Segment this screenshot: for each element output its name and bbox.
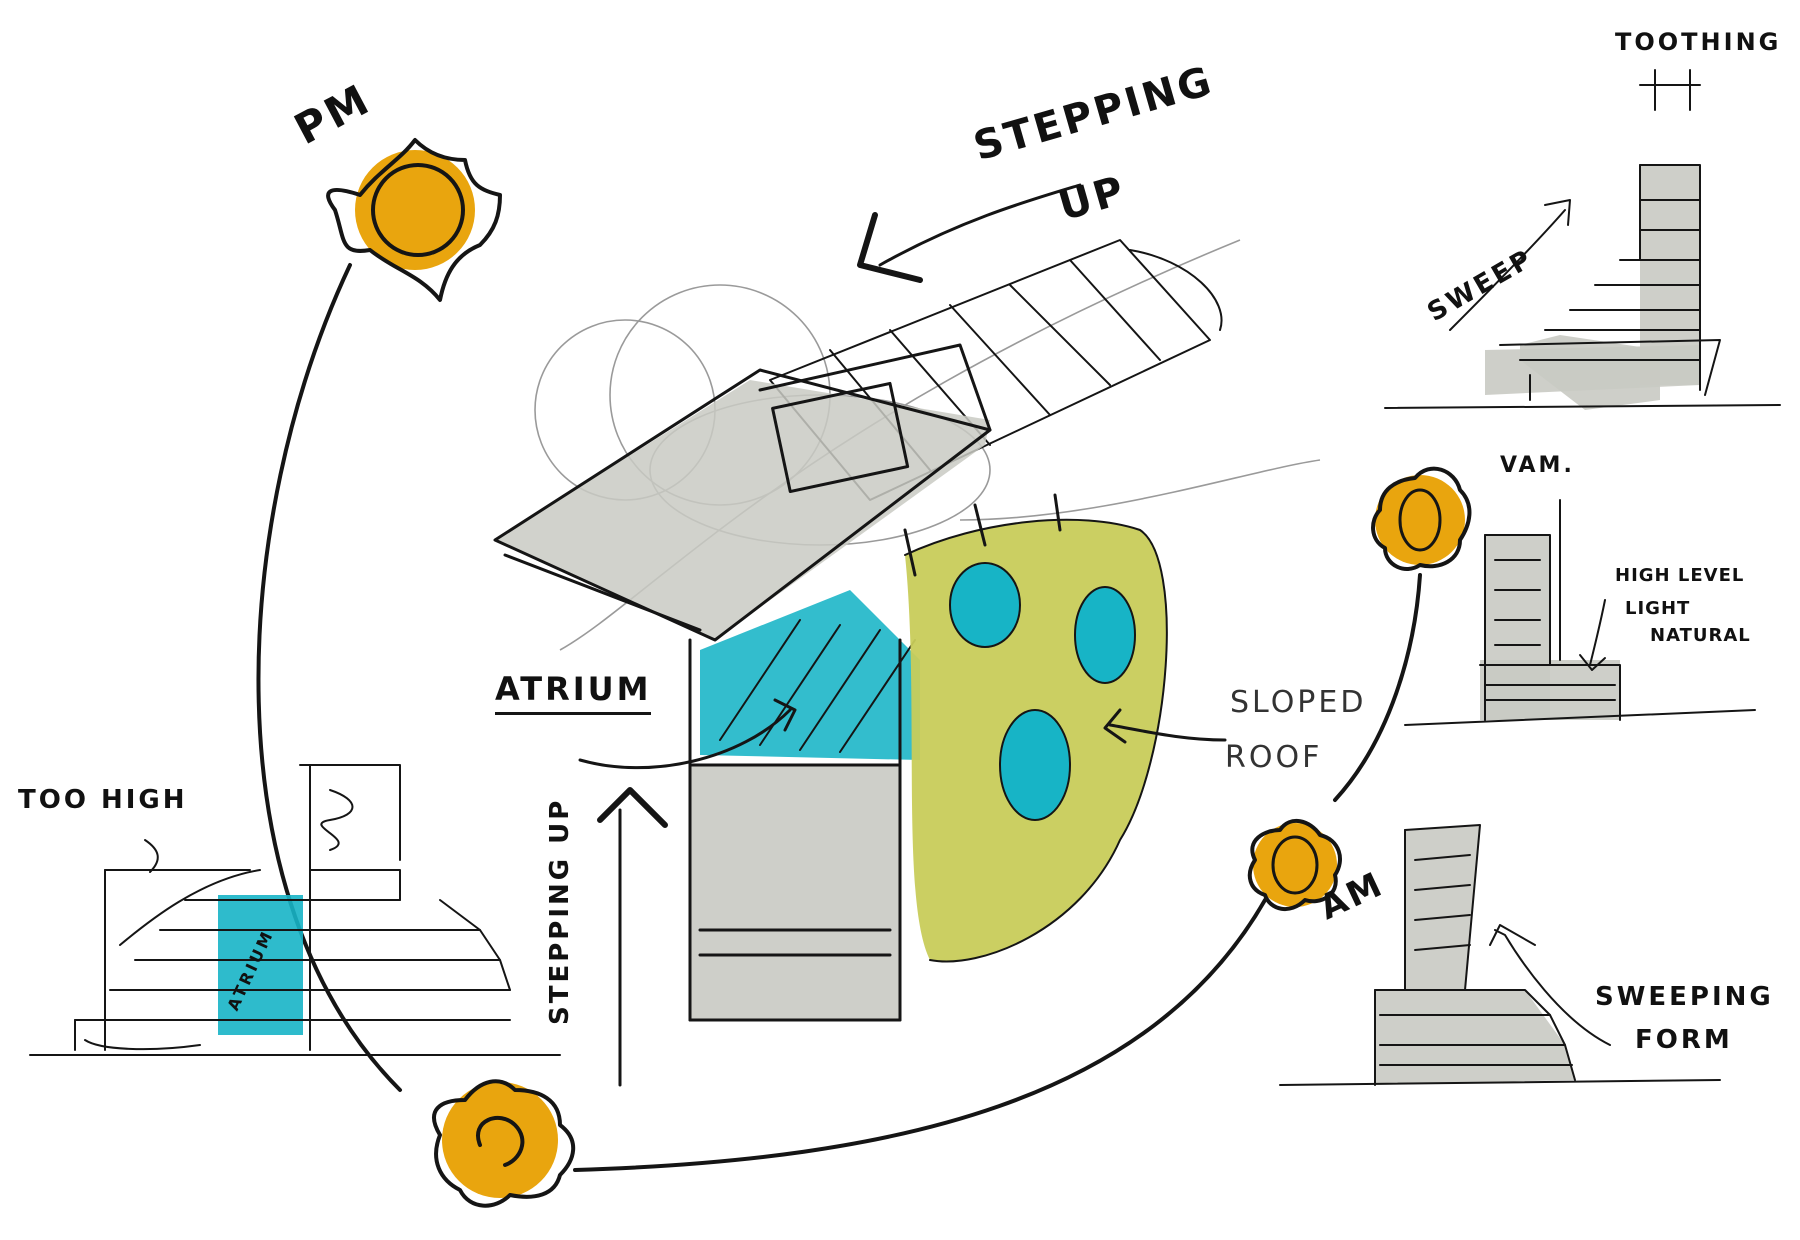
- atrium-hatching: [719, 619, 916, 753]
- right-bottom-elevation: [1279, 824, 1721, 1086]
- right-top-elevation: [1384, 69, 1781, 410]
- sun-vam: [1371, 466, 1472, 571]
- label-high-level-light-3: NATURAL: [1650, 625, 1751, 646]
- sun-pm: [326, 138, 502, 302]
- label-toothing: TOOTHING: [1615, 28, 1782, 56]
- left-elevation: [29, 764, 561, 1056]
- sun-am: [1247, 819, 1342, 911]
- roof-skylights: [949, 562, 1136, 821]
- arrow-down-2: [973, 503, 987, 547]
- label-atrium: ATRIUM: [495, 670, 652, 715]
- pencil-sweep: [959, 459, 1321, 521]
- sun-path-arc-right: [1333, 573, 1422, 802]
- label-sweeping-form: SWEEPING: [1595, 982, 1774, 1012]
- label-stepping-up-vertical: STEPPING UP: [545, 797, 575, 1025]
- sun-noon: [432, 1079, 576, 1208]
- skylight: [1074, 586, 1136, 684]
- arrow-down-1: [903, 528, 917, 577]
- skylight: [949, 562, 1021, 648]
- sloped-roof-outline: [904, 518, 1168, 963]
- arrow-stepping-up: [878, 183, 1082, 267]
- podium-outline: [688, 638, 902, 1022]
- skylight: [999, 709, 1071, 821]
- sun-path-arc-am: [573, 898, 1267, 1172]
- sun-path-arc-pm: [256, 263, 402, 1092]
- label-sloped-roof: SLOPED: [1230, 685, 1367, 720]
- arrow-down-3: [1053, 493, 1062, 532]
- label-high-level-light-2: LIGHT: [1625, 598, 1691, 619]
- label-vam: VAM.: [1500, 453, 1575, 478]
- arrow-sloped-roof: [1108, 723, 1227, 742]
- tilted-mass-block: [495, 380, 990, 640]
- right-middle-elevation: [1404, 499, 1756, 726]
- atrium-volume: [700, 590, 920, 760]
- tilted-mass-outline: [493, 343, 992, 642]
- arrow-atrium: [578, 708, 792, 770]
- label-high-level-light: HIGH LEVEL: [1615, 565, 1745, 586]
- label-sweeping-form-2: FORM: [1635, 1025, 1733, 1055]
- arrows: [578, 183, 1227, 1087]
- label-sloped-roof-2: ROOF: [1225, 740, 1323, 775]
- label-too-high: TOO HIGH: [18, 785, 188, 815]
- podium-block: [690, 765, 900, 1020]
